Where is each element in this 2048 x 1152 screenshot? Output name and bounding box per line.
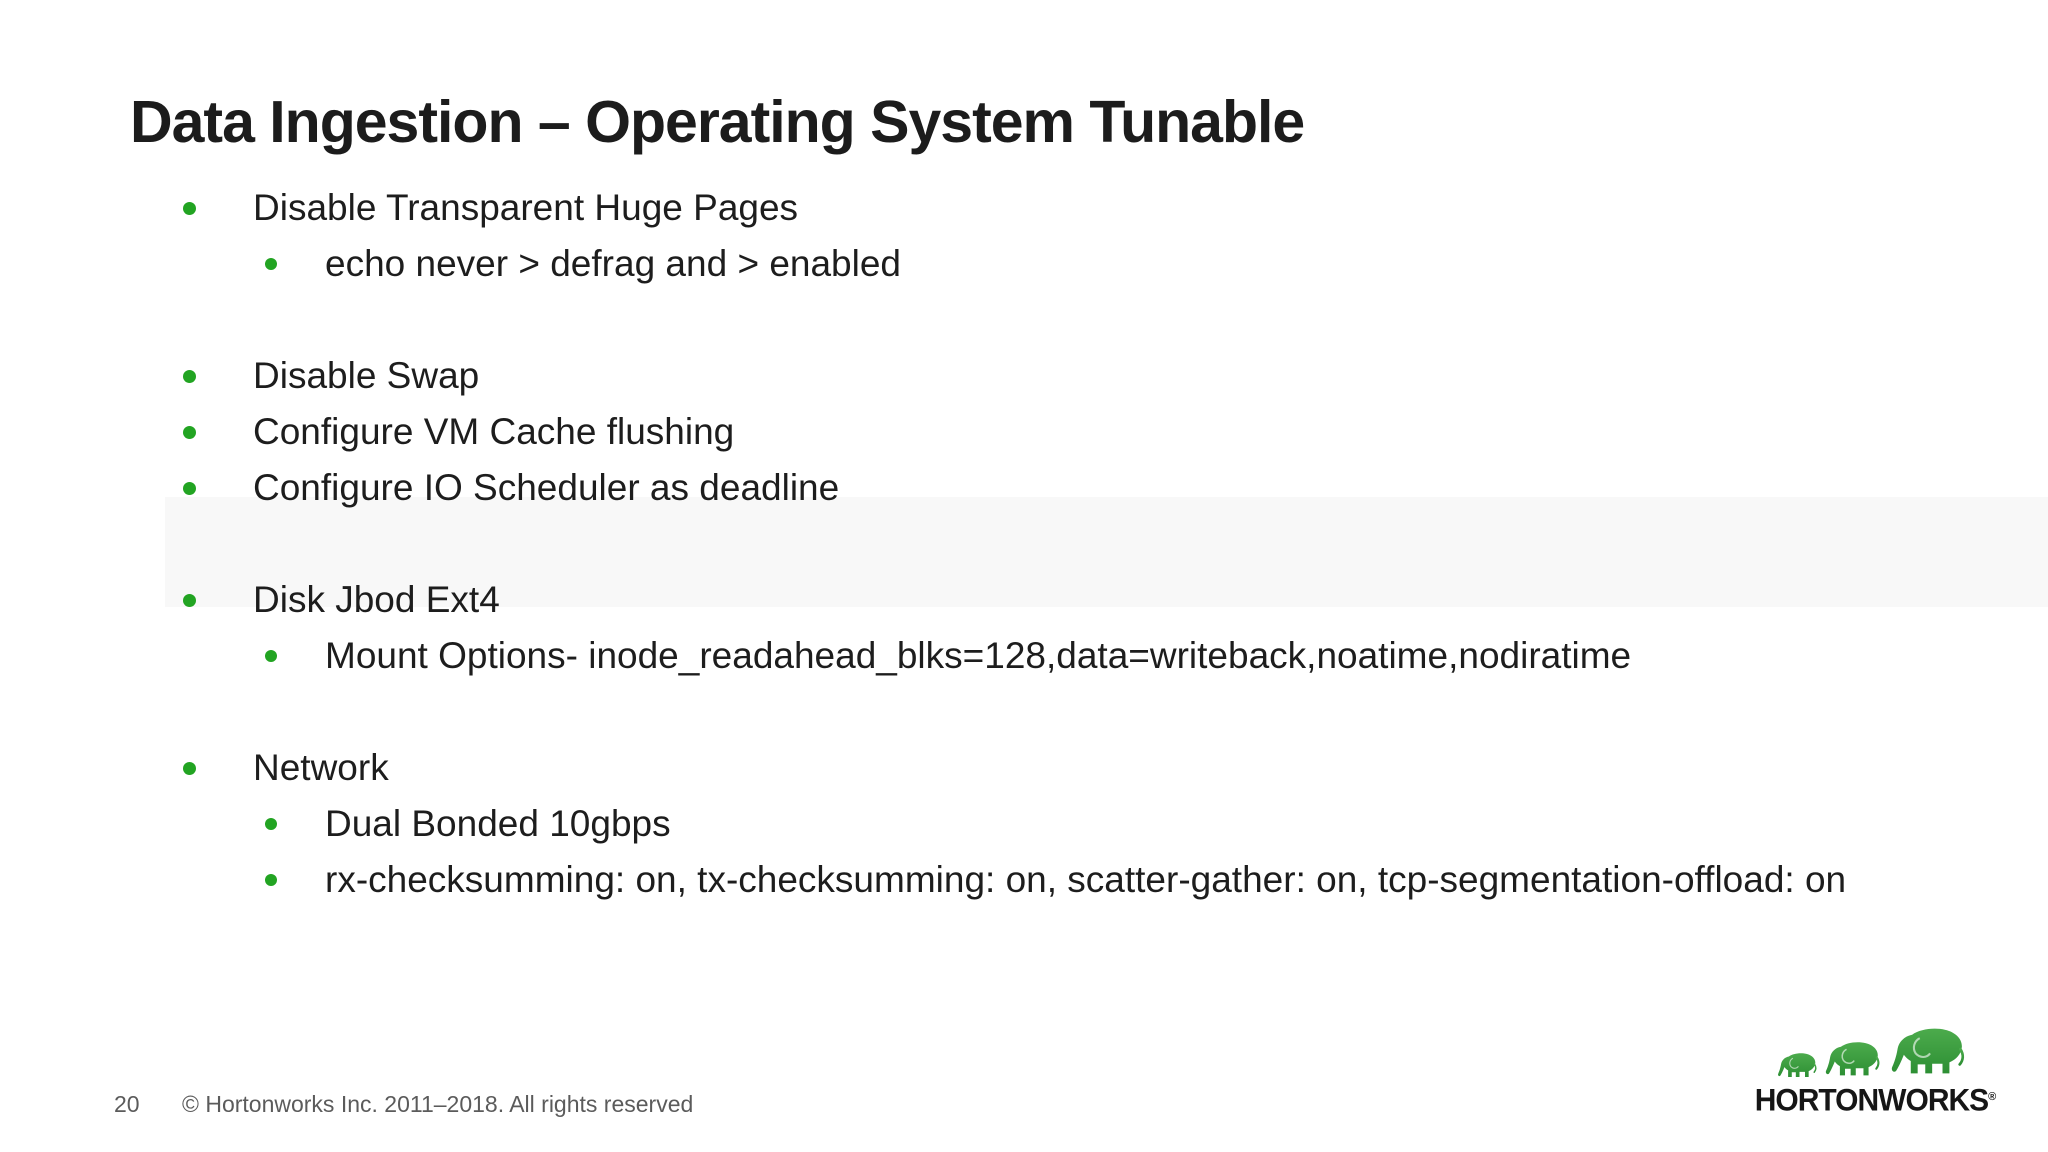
- hortonworks-logo: HORTONWORKS®: [1753, 1023, 1998, 1118]
- bullet-text: Disk Jbod Ext4: [253, 579, 500, 620]
- page-title: Data Ingestion – Operating System Tunabl…: [130, 88, 1305, 155]
- bullet-text: Configure IO Scheduler as deadline: [253, 467, 840, 508]
- list-item: Network: [183, 740, 1895, 796]
- bullet-text: Configure VM Cache flushing: [253, 411, 735, 452]
- hortonworks-elephants-icon: [1776, 1027, 1964, 1078]
- list-item: rx-checksumming: on, tx-checksumming: on…: [183, 852, 1895, 908]
- bullet-text: Disable Swap: [253, 355, 480, 396]
- list-item: Disk Jbod Ext4: [183, 572, 1895, 628]
- bullet-icon: [183, 762, 196, 775]
- registered-trademark: ®: [1988, 1090, 1997, 1104]
- bullet-icon: [265, 818, 277, 830]
- hortonworks-wordmark: HORTONWORKS®: [1754, 1083, 1997, 1118]
- bullet-text: Network: [253, 747, 389, 788]
- bullet-icon: [183, 482, 196, 495]
- bullet-list: Disable Transparent Huge Pages echo neve…: [183, 180, 1895, 908]
- bullet-icon: [265, 874, 277, 886]
- bullet-text: Disable Transparent Huge Pages: [253, 187, 799, 228]
- bullet-text: rx-checksumming: on, tx-checksumming: on…: [325, 859, 1847, 900]
- bullet-icon: [183, 426, 196, 439]
- page-number: 20: [114, 1091, 140, 1117]
- bullet-text: Mount Options- inode_readahead_blks=128,…: [325, 635, 1632, 676]
- bullet-icon: [265, 650, 277, 662]
- list-item: Disable Transparent Huge Pages: [183, 180, 1895, 236]
- list-item: Disable Swap: [183, 348, 1895, 404]
- bullet-icon: [183, 202, 196, 215]
- bullet-text: Dual Bonded 10gbps: [325, 803, 671, 844]
- list-item: Mount Options- inode_readahead_blks=128,…: [183, 628, 1895, 684]
- list-item: Dual Bonded 10gbps: [183, 796, 1895, 852]
- bullet-icon: [183, 370, 196, 383]
- background-band: [165, 497, 2048, 607]
- list-item: Configure VM Cache flushing: [183, 404, 1895, 460]
- list-item: Configure IO Scheduler as deadline: [183, 460, 1895, 516]
- list-item: echo never > defrag and > enabled: [183, 236, 1895, 292]
- bullet-icon: [183, 594, 196, 607]
- bullet-icon: [265, 258, 277, 270]
- bullet-text: echo never > defrag and > enabled: [325, 243, 902, 284]
- copyright-text: © Hortonworks Inc. 2011–2018. All rights…: [182, 1091, 694, 1117]
